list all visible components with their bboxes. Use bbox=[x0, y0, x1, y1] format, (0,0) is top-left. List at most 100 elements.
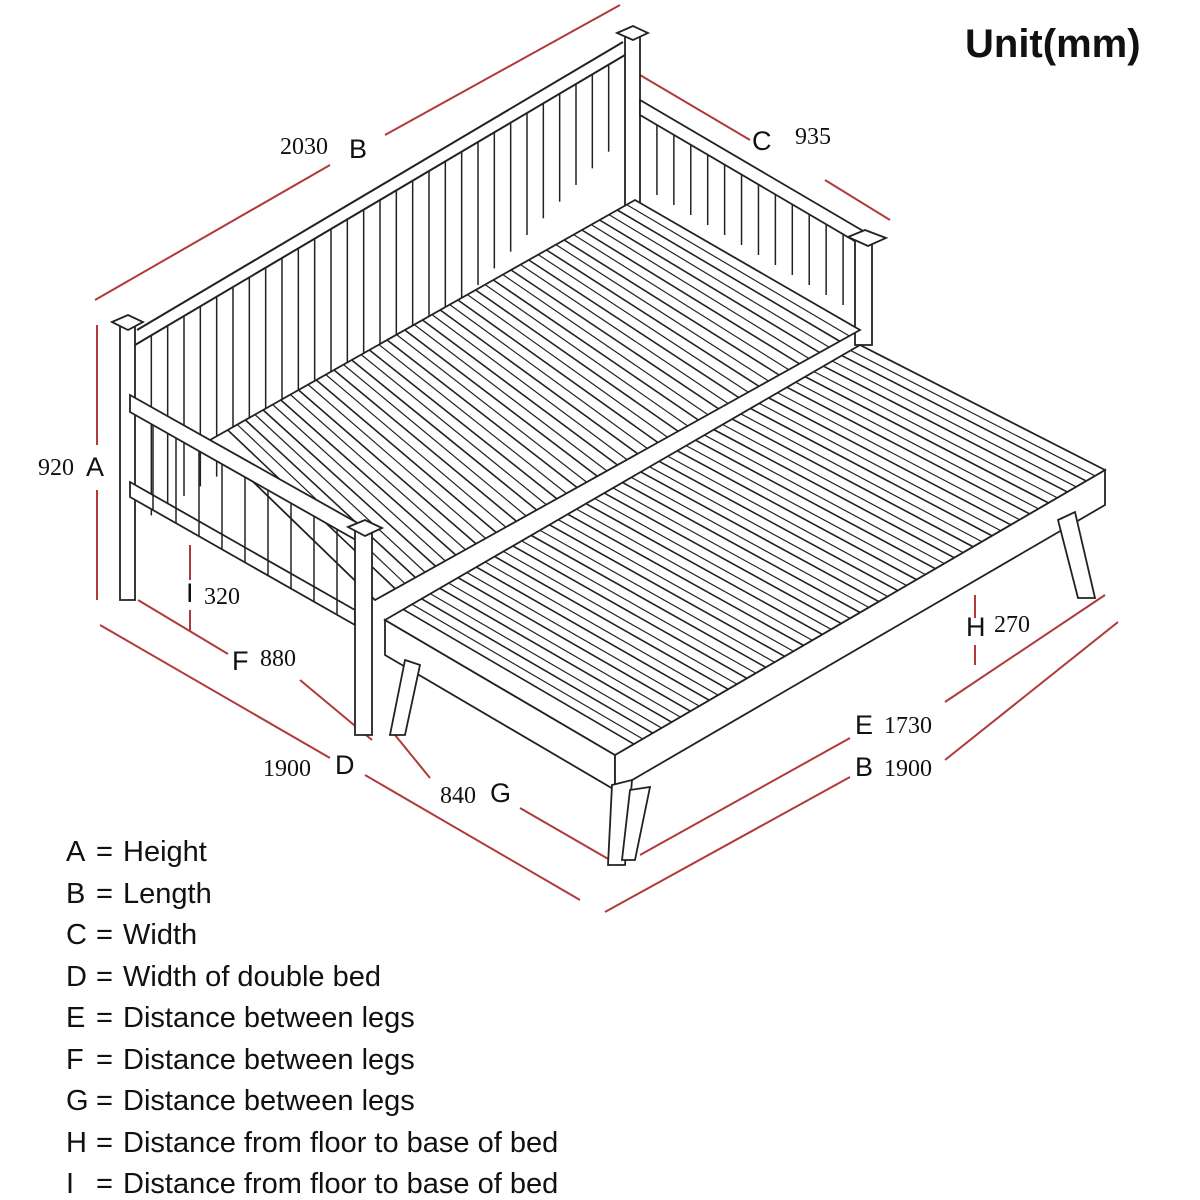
dim-c-value: 935 bbox=[795, 124, 831, 150]
trundle-slat bbox=[475, 566, 710, 701]
bed-slat bbox=[368, 349, 558, 500]
bed-slat-edge bbox=[325, 374, 507, 528]
bed-slat-edge bbox=[626, 204, 851, 337]
bed-slat bbox=[298, 389, 477, 545]
trundle-leg bbox=[1056, 510, 1097, 599]
dimension-line bbox=[519, 807, 611, 861]
unit-label: Unit(mm) bbox=[965, 22, 1141, 66]
dim-c-letter: C bbox=[752, 126, 772, 156]
dimension-line bbox=[824, 179, 891, 221]
legend-label: Distance between legs bbox=[123, 1043, 415, 1076]
trundle-slat bbox=[402, 608, 635, 745]
bed-slat bbox=[546, 249, 760, 387]
trundle-slat-edge bbox=[722, 424, 964, 554]
dim-g-letter: G bbox=[490, 778, 512, 808]
bed-slat-edge bbox=[591, 224, 810, 360]
legend-row: H=Distance from floor to base of bed bbox=[66, 1126, 559, 1159]
dimension-line bbox=[137, 599, 229, 655]
legend-key: H bbox=[66, 1126, 87, 1159]
trundle-slat bbox=[439, 587, 672, 723]
trundle-slat-edge bbox=[576, 508, 813, 641]
bed-slat-edge bbox=[432, 314, 628, 461]
legend-label: Length bbox=[123, 877, 212, 910]
bed-slat bbox=[616, 209, 841, 342]
trundle-slat bbox=[804, 376, 1049, 504]
headboard-top-rail bbox=[136, 41, 624, 331]
trundle-slat bbox=[640, 471, 880, 603]
trundle-slat bbox=[786, 386, 1030, 515]
legend-row: E=Distance between legs bbox=[66, 1002, 415, 1035]
bed-slat-edge bbox=[255, 414, 426, 573]
bed-slat bbox=[510, 269, 719, 410]
legend-row: A=Height bbox=[66, 836, 207, 869]
legend-label: Height bbox=[123, 836, 207, 869]
trundle-slat bbox=[530, 534, 767, 669]
legend-label: Width bbox=[123, 919, 198, 952]
legend-row: G=Distance between legs bbox=[66, 1085, 415, 1118]
trundle-slat bbox=[567, 513, 804, 647]
post-cap bbox=[845, 229, 889, 247]
bed-slat bbox=[439, 309, 639, 455]
trundle-slat-edge bbox=[649, 466, 889, 598]
trundle-slat-edge bbox=[813, 371, 1058, 499]
bed-slat-edge bbox=[573, 234, 790, 371]
trundle-slat-edge bbox=[704, 434, 945, 565]
trundle-slat bbox=[731, 418, 974, 548]
bed-slat bbox=[457, 299, 659, 444]
bed-slat bbox=[262, 409, 437, 567]
trundle-slat bbox=[768, 397, 1012, 526]
bed-slat bbox=[333, 369, 517, 522]
trundle-slat-edge bbox=[430, 593, 662, 729]
bed-slat-edge bbox=[379, 344, 568, 495]
legend-row: D=Width of double bed bbox=[66, 960, 381, 993]
dim-d-letter: D bbox=[335, 750, 355, 780]
legend-key: G bbox=[66, 1085, 89, 1118]
trundle-slat bbox=[750, 407, 993, 537]
trundle-slat-edge bbox=[539, 529, 776, 663]
trundle-slat-edge bbox=[667, 455, 907, 587]
dimension-line bbox=[639, 74, 751, 141]
legend-key: I bbox=[66, 1168, 75, 1200]
bed-slat-edge bbox=[556, 244, 770, 382]
trundle-slat bbox=[622, 481, 861, 614]
dim-b-top-value: 2030 bbox=[280, 134, 328, 160]
bed-slat bbox=[563, 239, 780, 376]
trundle-slat bbox=[658, 460, 899, 592]
dim-e-value: 1730 bbox=[884, 713, 932, 739]
dim-b-top-letter: B bbox=[349, 134, 368, 164]
dimension-line bbox=[94, 164, 331, 301]
bed-slat-edge bbox=[396, 334, 588, 483]
legend-label: Distance from floor to base of bed bbox=[123, 1168, 559, 1200]
bed-slat-edge bbox=[502, 274, 709, 416]
legend-label: Width of double bed bbox=[123, 960, 381, 993]
dimension-line bbox=[944, 621, 1119, 761]
dim-h-letter: H bbox=[966, 612, 986, 642]
trundle-slat bbox=[841, 354, 1087, 482]
trundle-slat bbox=[695, 439, 936, 570]
trundle-slat-edge bbox=[448, 582, 681, 718]
trundle-leg bbox=[388, 658, 422, 736]
dimension-line bbox=[604, 776, 851, 913]
legend-row: C=Width bbox=[66, 919, 198, 952]
dim-b-bottom-value: 1900 bbox=[884, 756, 932, 782]
bed-slat bbox=[386, 339, 578, 489]
trundle-slat-edge bbox=[686, 445, 926, 576]
dimension-line bbox=[944, 594, 1106, 703]
dim-a-letter: A bbox=[86, 452, 105, 482]
legend-key: A bbox=[66, 836, 86, 869]
trundle-slat bbox=[549, 524, 786, 658]
bed-slat-edge bbox=[467, 294, 669, 438]
bed-slat-edge bbox=[609, 214, 830, 349]
dimension-line bbox=[99, 624, 331, 759]
bed-slat-edge bbox=[308, 384, 487, 540]
bed-slat bbox=[599, 219, 820, 354]
bed-slat bbox=[492, 279, 699, 421]
post-cap bbox=[614, 25, 651, 41]
legend-label: Distance from floor to base of bed bbox=[123, 1126, 559, 1159]
post-cap bbox=[109, 314, 146, 332]
bed-slat bbox=[244, 419, 416, 579]
dim-f-value: 880 bbox=[260, 646, 296, 672]
legend-row: I=Distance from floor to base of bed bbox=[66, 1168, 559, 1200]
